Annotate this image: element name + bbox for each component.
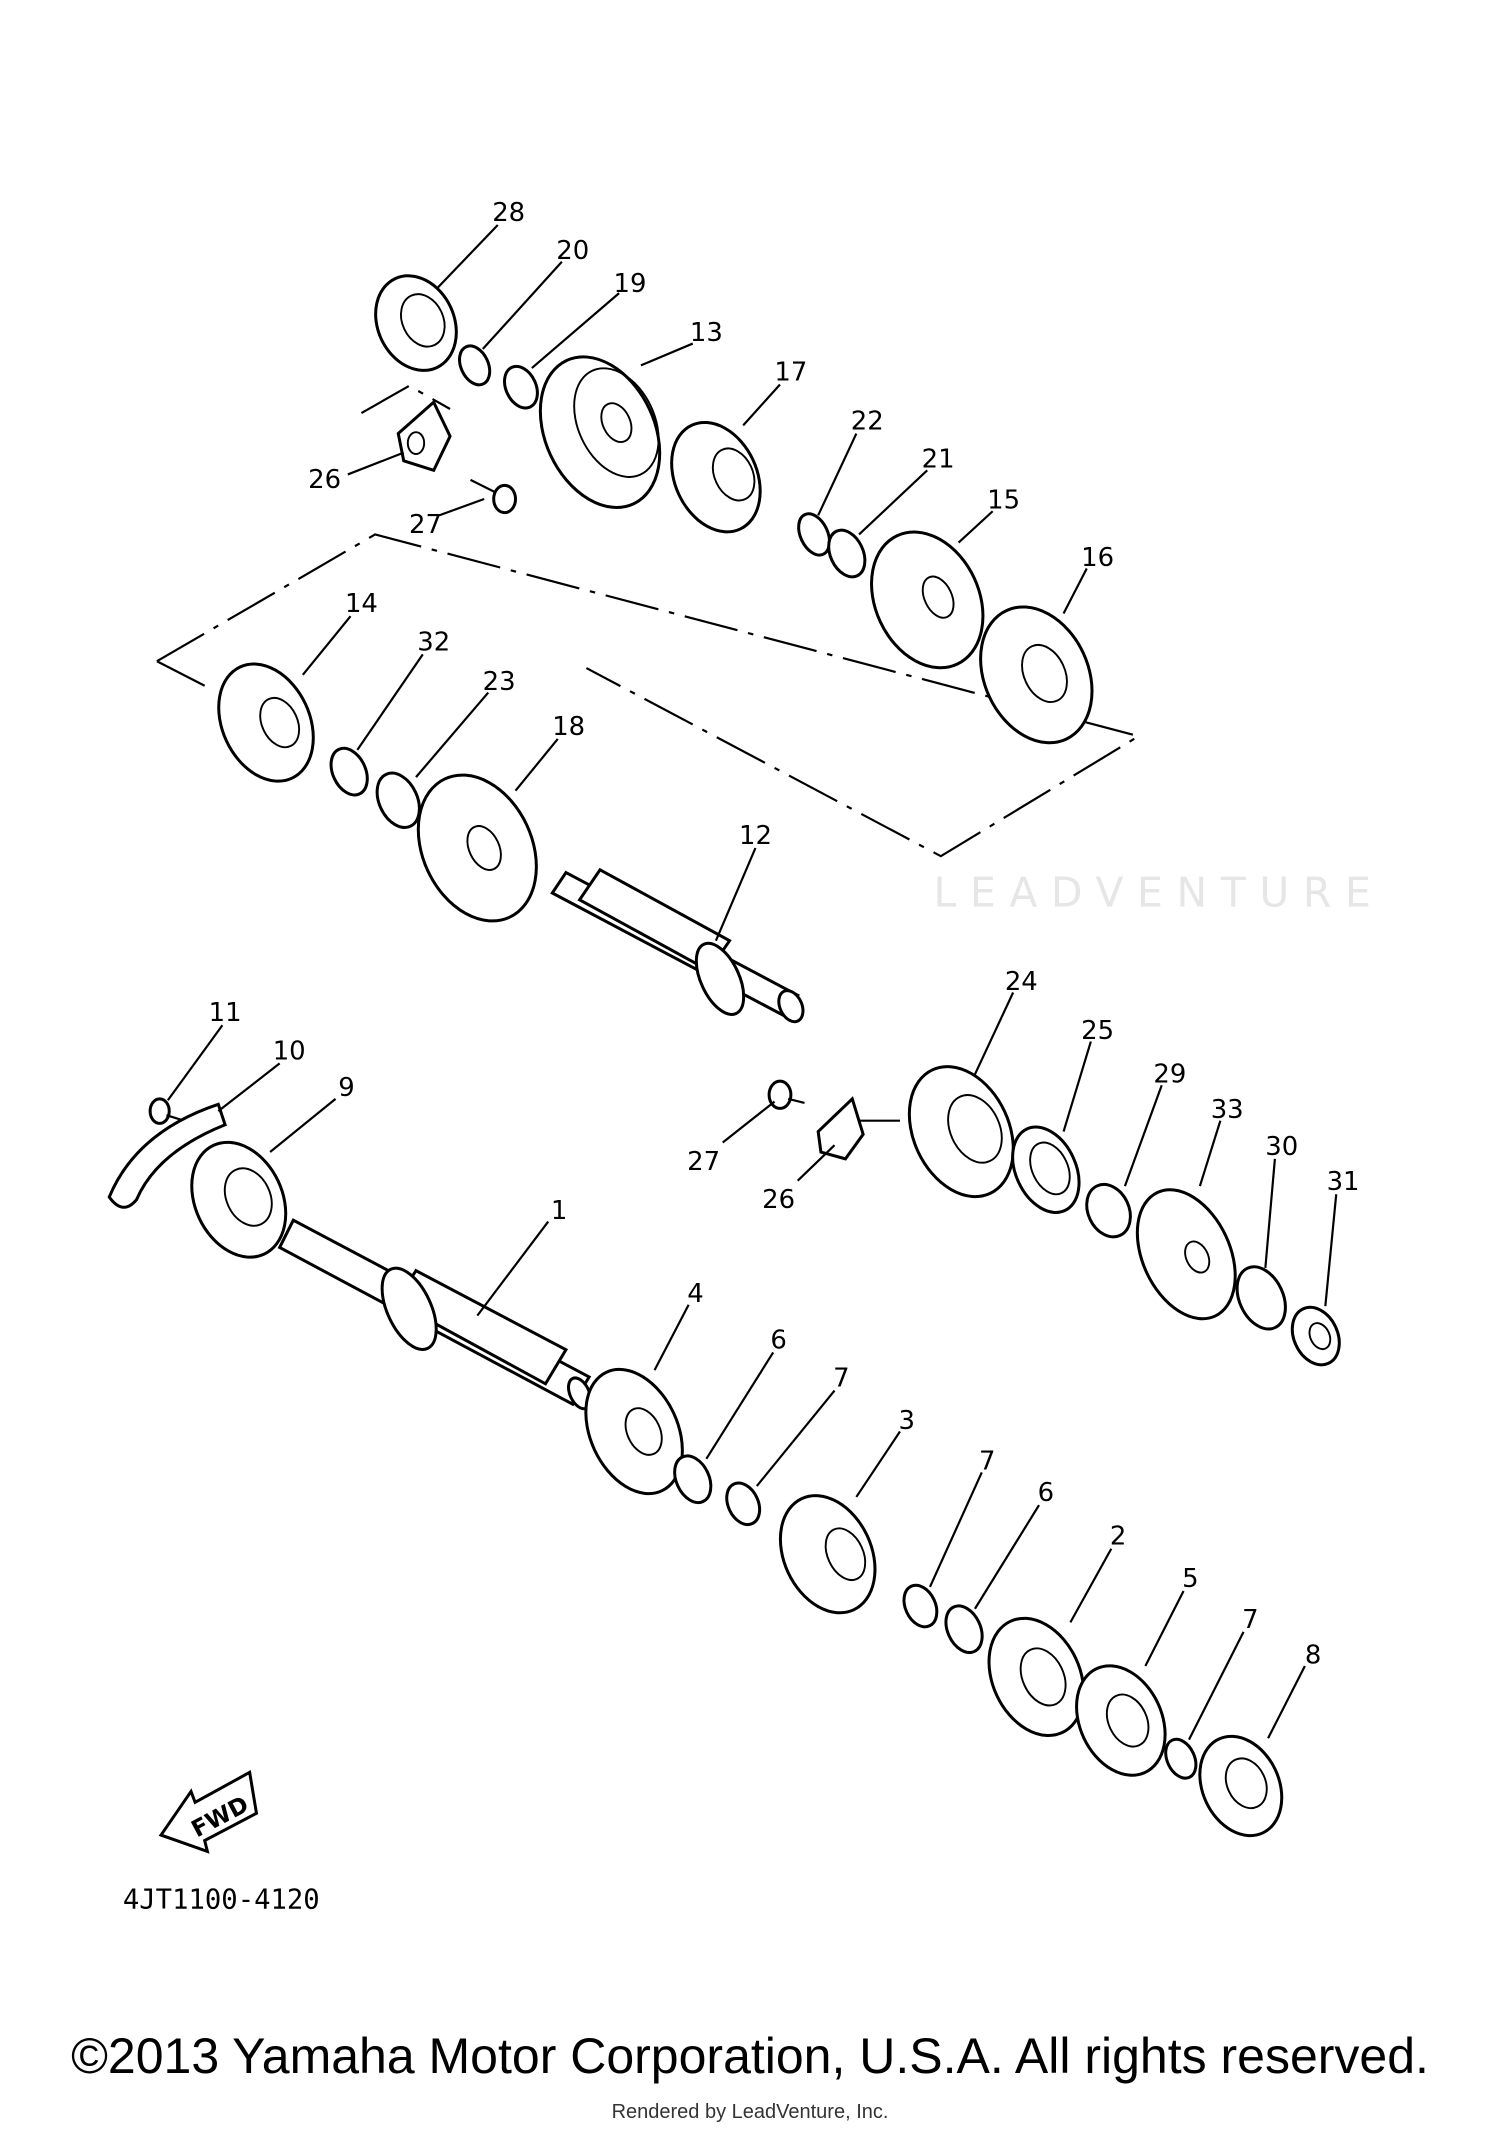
- assembly-outline: [156, 384, 1142, 858]
- callout-18: 18: [552, 712, 585, 742]
- callout-6: 6: [770, 1325, 786, 1355]
- part-16-gear: [979, 605, 1094, 745]
- part-6-washer: [673, 1454, 713, 1505]
- part-10-plate: [107, 1102, 227, 1209]
- callout-25: 25: [1081, 1016, 1114, 1046]
- part-26-stopper-b: [816, 1096, 900, 1161]
- part-5-gear: [1075, 1664, 1167, 1777]
- part-22-circlip: [797, 512, 831, 557]
- part-30-lock-washer: [1235, 1265, 1287, 1331]
- callout-7-c: 7: [1242, 1605, 1258, 1635]
- part-13-gear: [538, 355, 662, 509]
- callout-9: 9: [338, 1073, 354, 1103]
- copyright-notice: ©2013 Yamaha Motor Corporation, U.S.A. A…: [71, 2028, 1429, 2084]
- callout-16: 16: [1081, 543, 1114, 573]
- leader-lines: [166, 224, 1338, 1741]
- part-7-circlip: [725, 1481, 762, 1527]
- callout-30: 30: [1265, 1132, 1298, 1162]
- callout-2: 2: [1110, 1522, 1126, 1552]
- part-25-seal: [1011, 1125, 1081, 1214]
- part-17-gear: [670, 420, 762, 534]
- part-33-sprocket: [1135, 1188, 1237, 1321]
- part-6-washer-b: [944, 1604, 984, 1654]
- part-15-gear: [870, 530, 985, 670]
- fwd-arrow-icon: FWD: [158, 1770, 259, 1854]
- part-24-bearing: [907, 1065, 1015, 1199]
- part-1-shaft: [277, 1218, 593, 1411]
- part-3-gear: [778, 1494, 877, 1615]
- callout-26: 26: [308, 465, 341, 495]
- part-27-screw: [470, 478, 518, 515]
- callout-13: 13: [690, 318, 723, 348]
- callout-22: 22: [851, 406, 884, 436]
- callout-4: 4: [687, 1279, 703, 1309]
- callout-28: 28: [492, 198, 525, 228]
- callout-12: 12: [739, 821, 772, 851]
- part-12-shaft: [550, 867, 805, 1024]
- part-7-circlip-c: [1164, 1737, 1198, 1780]
- part-26-stopper: [396, 399, 452, 473]
- callout-15: 15: [987, 486, 1020, 516]
- part-32-circlip: [329, 746, 369, 797]
- callout-33: 33: [1211, 1095, 1244, 1125]
- callout-17: 17: [774, 357, 807, 387]
- callout-10: 10: [273, 1036, 306, 1066]
- callout-27: 27: [409, 510, 442, 540]
- part-21-washer: [827, 528, 867, 579]
- callout-27-b: 27: [687, 1147, 720, 1177]
- diagram-code: 4JT1100-4120: [123, 1885, 320, 1916]
- callout-5: 5: [1182, 1564, 1198, 1594]
- callout-26-b: 26: [762, 1185, 795, 1215]
- callout-23: 23: [483, 667, 516, 697]
- callout-3: 3: [899, 1406, 915, 1436]
- part-19-washer: [503, 364, 539, 410]
- callout-32: 32: [417, 627, 450, 657]
- part-23-washer: [375, 771, 421, 829]
- callout-14: 14: [345, 589, 378, 619]
- part-31-nut: [1290, 1305, 1341, 1367]
- callout-24: 24: [1005, 967, 1038, 997]
- callout-31: 31: [1327, 1167, 1360, 1197]
- callout-8: 8: [1305, 1640, 1321, 1670]
- callout-29: 29: [1153, 1059, 1186, 1089]
- callout-19: 19: [614, 269, 647, 299]
- part-9-bearing: [190, 1140, 288, 1259]
- part-28-bearing: [374, 274, 458, 372]
- callout-20: 20: [556, 236, 589, 266]
- callout-21: 21: [922, 445, 955, 475]
- part-29-collar: [1085, 1182, 1132, 1239]
- callout-6-b: 6: [1038, 1478, 1054, 1508]
- rendered-by-notice: Rendered by LeadVenture, Inc.: [611, 2101, 889, 2123]
- part-20-circlip: [458, 344, 492, 387]
- part-27-screw-b: [767, 1079, 805, 1110]
- part-7-circlip-b: [902, 1583, 939, 1629]
- watermark: LEADVENTURE: [934, 869, 1385, 917]
- callout-7: 7: [833, 1364, 849, 1394]
- callout-1: 1: [551, 1196, 567, 1226]
- part-8-bearing: [1198, 1734, 1284, 1838]
- part-18-gear: [416, 773, 538, 923]
- part-2-gear: [987, 1616, 1086, 1737]
- part-14-gear: [217, 662, 315, 783]
- part-4-gear: [584, 1367, 684, 1496]
- callout-11: 11: [209, 998, 242, 1028]
- callout-7-b: 7: [979, 1447, 995, 1477]
